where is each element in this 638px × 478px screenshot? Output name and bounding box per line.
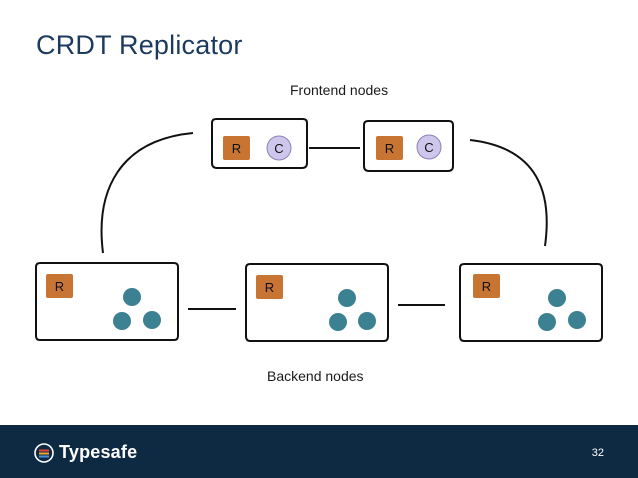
data-dot (538, 313, 556, 331)
typesafe-logo-icon (34, 442, 54, 463)
replicator-label: R (482, 279, 491, 294)
client-label: C (274, 141, 283, 156)
client-circle (416, 134, 442, 160)
client-label: C (424, 140, 433, 155)
data-dot (338, 289, 356, 307)
connector-frontend1-backend1 (100, 132, 194, 254)
typesafe-logo: Typesafe (34, 442, 137, 463)
cluster-diagram: R C R C R R R (35, 118, 603, 342)
replicator-box (223, 136, 250, 160)
data-dot (113, 312, 131, 330)
backend-node: R (459, 263, 603, 342)
data-dot (329, 313, 347, 331)
backend-node: R (35, 262, 179, 341)
frontend-node: R C (363, 120, 454, 172)
replicator-label: R (55, 279, 64, 294)
replicator-box (473, 274, 500, 298)
typesafe-logo-text: Typesafe (59, 442, 138, 462)
replicator-label: R (385, 141, 394, 156)
connector-frontend2-backend3 (469, 139, 548, 247)
replicator-box (256, 275, 283, 299)
slide-footer: Typesafe 32 (0, 425, 638, 478)
replicator-label: R (232, 141, 241, 156)
backend-nodes-label: Backend nodes (267, 368, 364, 384)
replicator-label: R (265, 280, 274, 295)
data-dot (568, 311, 586, 329)
data-dot (358, 312, 376, 330)
page-number: 32 (591, 447, 604, 459)
data-dot (548, 289, 566, 307)
data-dot (123, 288, 141, 306)
data-dot (143, 311, 161, 329)
frontend-node: R C (211, 118, 308, 169)
backend-node: R (245, 263, 389, 342)
slide-title: CRDT Replicator (36, 30, 243, 60)
client-circle (266, 135, 292, 161)
frontend-nodes-label: Frontend nodes (290, 82, 389, 98)
replicator-box (46, 274, 73, 298)
replicator-box (376, 136, 403, 160)
